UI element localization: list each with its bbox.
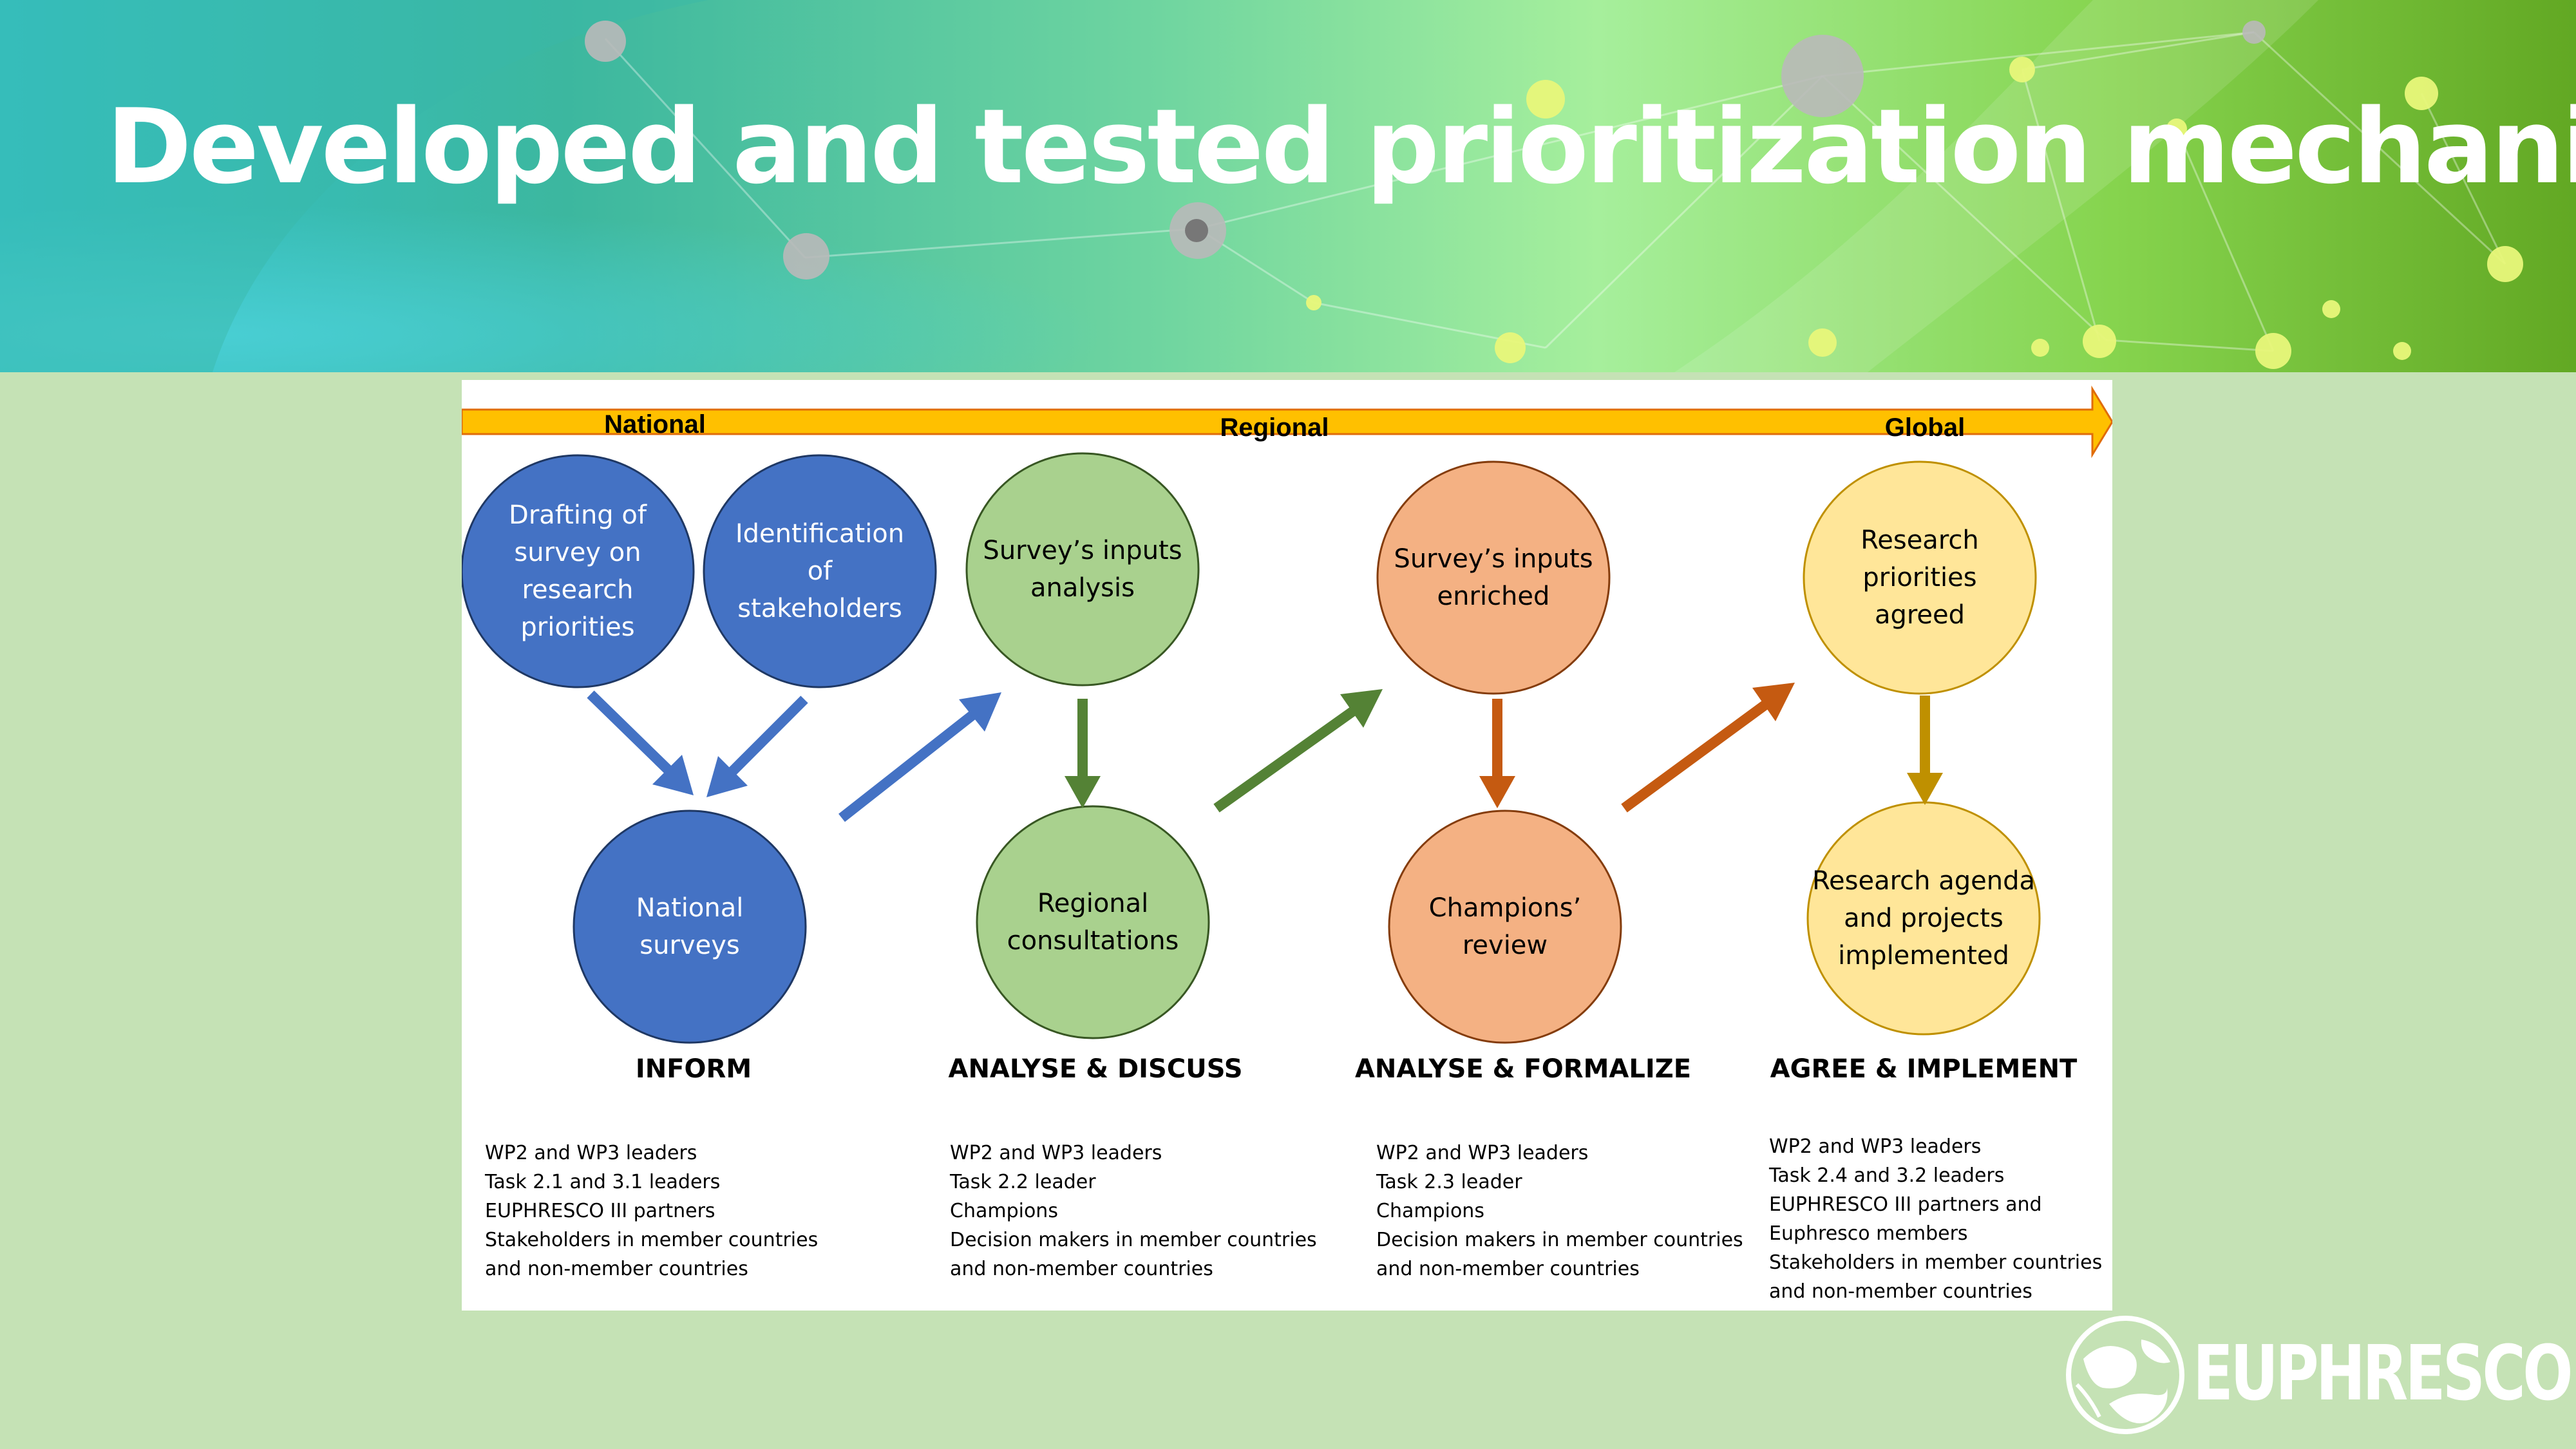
node-champions-review-label: Champions’ review: [1428, 893, 1582, 960]
phase-actors-inform: WP2 and WP3 leaders Task 2.1 and 3.1 lea…: [485, 1139, 818, 1283]
node-regional-consultations: [976, 805, 1210, 1039]
euphresco-logo: EUPHRESCO III: [2064, 1311, 2576, 1439]
header-background: [0, 0, 2576, 372]
scale-label-national: National: [604, 410, 706, 439]
node-priorities-agreed: [1803, 460, 2037, 695]
header-banner: Developed and tested prioritization mech…: [0, 0, 2576, 372]
node-identification-label: Identification of stakeholders: [735, 519, 905, 623]
actor-item: and non-member countries: [1769, 1280, 2032, 1303]
scale-label-regional: Regional: [1220, 413, 1329, 442]
phase-title-inform: INFORM: [635, 1054, 752, 1084]
actor-item: WP2 and WP3 leaders: [950, 1142, 1162, 1164]
node-survey-analysis-label: Survey’s inputs analysis: [983, 536, 1182, 603]
actor-item: Task 2.2 leader: [950, 1171, 1096, 1193]
node-regional-consultations-label: Regional consultations: [1007, 889, 1179, 956]
node-agenda-implemented-label: Research agenda and projects implemented: [1812, 866, 2035, 971]
actor-item: Stakeholders in member countries: [1769, 1251, 2103, 1274]
globe-leaf-icon: [2066, 1316, 2184, 1434]
actor-item: Task 2.1 and 3.1 leaders: [485, 1171, 721, 1193]
actor-item: WP2 and WP3 leaders: [1376, 1142, 1589, 1164]
node-survey-analysis: [965, 452, 1200, 687]
arrow-identification-to-surveys: [706, 696, 808, 797]
actor-item: Stakeholders in member countries: [485, 1229, 819, 1251]
diagram-graphics: National Regional Global: [462, 385, 2112, 1044]
scale-label-global: Global: [1885, 413, 1965, 442]
node-drafting: [462, 454, 695, 688]
actor-item: and non-member countries: [950, 1258, 1213, 1280]
logo-text: EUPHRESCO III: [2193, 1329, 2576, 1417]
arrow-analysis-to-consultations: [1065, 699, 1101, 808]
slide-title: Developed and tested prioritization mech…: [106, 86, 2576, 207]
actor-item: and non-member countries: [1376, 1258, 1640, 1280]
node-survey-enriched-label: Survey’s inputs enriched: [1394, 544, 1593, 611]
phase-title-analyse-discuss: ANALYSE & DISCUSS: [948, 1054, 1243, 1084]
phase-actors-agree-implement: WP2 and WP3 leaders Task 2.4 and 3.2 lea…: [1769, 1132, 2102, 1306]
node-survey-enriched: [1376, 460, 1611, 695]
phase-actors-analyse-formalize: WP2 and WP3 leaders Task 2.3 leader Cham…: [1376, 1139, 1743, 1283]
scale-arrow: [462, 385, 2112, 459]
node-identification: [703, 454, 937, 688]
node-national-surveys-label: National surveys: [636, 893, 744, 960]
actor-item: Task 2.3 leader: [1376, 1171, 1522, 1193]
node-drafting-label: Drafting of survey on research prioritie…: [509, 500, 647, 642]
phase-title-agree-implement: AGREE & IMPLEMENT: [1770, 1054, 2078, 1084]
node-national-surveys: [573, 810, 807, 1044]
arrow-agreed-to-implemented: [1907, 696, 1943, 805]
actor-item: Task 2.4 and 3.2 leaders: [1769, 1164, 2005, 1187]
actor-item: EUPHRESCO III partners and: [1769, 1193, 2042, 1216]
actor-item: Champions: [1376, 1200, 1484, 1222]
actor-item: Euphresco members: [1769, 1222, 1968, 1245]
arrow-review-to-agreed: [1621, 683, 1795, 813]
diagram-panel: National Regional Global: [462, 380, 2112, 1311]
actor-item: EUPHRESCO III partners: [485, 1200, 715, 1222]
actor-item: and non-member countries: [485, 1258, 748, 1280]
node-priorities-agreed-label: Research priorities agreed: [1861, 526, 1979, 630]
actor-item: Decision makers in member countries: [1376, 1229, 1743, 1251]
node-champions-review: [1388, 810, 1622, 1044]
actor-item: Champions: [950, 1200, 1058, 1222]
phase-title-analyse-formalize: ANALYSE & FORMALIZE: [1354, 1054, 1692, 1084]
actor-item: WP2 and WP3 leaders: [485, 1142, 697, 1164]
actor-item: WP2 and WP3 leaders: [1769, 1135, 1982, 1158]
arrow-consultations-to-enriched: [1213, 689, 1383, 813]
arrow-drafting-to-surveys: [587, 690, 694, 795]
arrow-surveys-to-analysis: [838, 692, 1001, 822]
arrow-enriched-to-review: [1479, 699, 1515, 808]
phase-actors-analyse-discuss: WP2 and WP3 leaders Task 2.2 leader Cham…: [950, 1139, 1317, 1283]
actor-item: Decision makers in member countries: [950, 1229, 1317, 1251]
